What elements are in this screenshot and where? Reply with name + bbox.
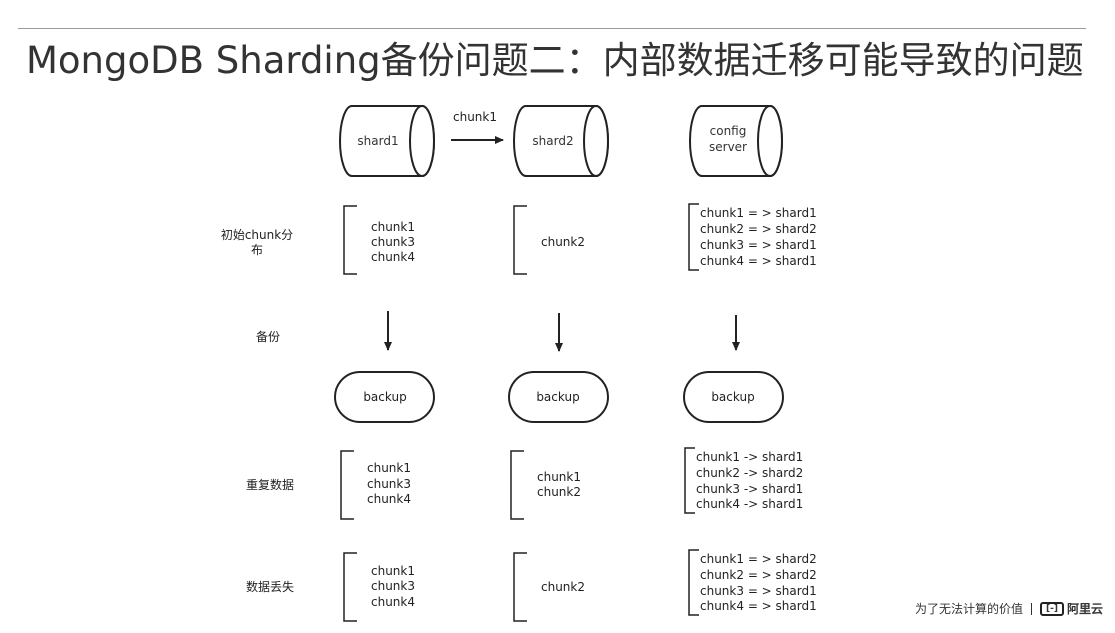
duplicate-config-list: chunk1 -> shard1 chunk2 -> shard2 chunk3… xyxy=(684,447,803,514)
config-label-line1: config xyxy=(710,124,747,138)
row-label-backup: 备份 xyxy=(256,330,280,344)
shard2-node: shard2 xyxy=(513,105,609,177)
row-label-loss: 数据丢失 xyxy=(246,579,294,594)
duplicate-shard2-list: chunk1 chunk2 xyxy=(510,450,581,520)
list-item: chunk2 -> shard2 xyxy=(696,466,803,480)
list-item: chunk3 xyxy=(371,235,415,249)
list-item: chunk1 xyxy=(371,564,415,578)
backup-shard2: backup xyxy=(508,371,609,423)
backup-config: backup xyxy=(683,371,784,423)
list-item: chunk2 xyxy=(541,235,585,249)
list-item: chunk1 = > shard1 xyxy=(700,206,817,220)
backup-label: backup xyxy=(363,390,406,404)
list-item: chunk2 xyxy=(541,580,585,594)
loss-shard2-list: chunk2 xyxy=(513,552,585,622)
list-item: chunk3 xyxy=(371,579,415,593)
list-item: chunk4 xyxy=(371,250,415,264)
shard1-node: shard1 xyxy=(339,105,435,177)
config-server-node: config server xyxy=(689,105,783,177)
initial-shard2-list: chunk2 xyxy=(513,205,585,275)
list-item: chunk4 = > shard1 xyxy=(700,254,817,268)
list-item: chunk2 xyxy=(537,485,581,499)
initial-config-list: chunk1 = > shard1 chunk2 = > shard2 chun… xyxy=(688,203,817,271)
list-item: chunk3 xyxy=(367,477,411,491)
list-item: chunk2 = > shard2 xyxy=(700,222,817,236)
list-item: chunk3 -> shard1 xyxy=(696,482,803,496)
migration-arrow: chunk1 xyxy=(451,110,504,144)
list-item: chunk2 = > shard2 xyxy=(700,568,817,582)
shard2-label: shard2 xyxy=(532,134,573,148)
migration-label: chunk1 xyxy=(453,110,497,124)
list-item: chunk3 = > shard1 xyxy=(700,584,817,598)
row-label-initial-1: 初始chunk分 xyxy=(221,228,293,242)
list-item: chunk4 xyxy=(367,492,411,506)
footer-brand: 为了无法计算的价值 [-] 阿里云 xyxy=(915,600,1103,617)
row-label-initial-2: 布 xyxy=(251,243,263,257)
list-item: chunk4 xyxy=(371,595,415,609)
footer-logo-text: 阿里云 xyxy=(1066,602,1103,616)
list-item: chunk4 -> shard1 xyxy=(696,497,803,511)
footer-divider xyxy=(1030,602,1032,615)
shard1-label: shard1 xyxy=(357,134,398,148)
list-item: chunk1 xyxy=(371,220,415,234)
backup-label: backup xyxy=(711,390,754,404)
initial-shard1-list: chunk1 chunk3 chunk4 xyxy=(343,205,415,275)
list-item: chunk1 xyxy=(367,461,411,475)
backup-label: backup xyxy=(536,390,579,404)
aliyun-logo-icon: [-] xyxy=(1039,601,1064,616)
row-label-duplicate: 重复数据 xyxy=(246,477,294,492)
loss-config-list: chunk1 = > shard2 chunk2 = > shard2 chun… xyxy=(688,549,817,616)
list-item: chunk1 -> shard1 xyxy=(696,450,803,464)
list-item: chunk1 = > shard2 xyxy=(700,552,817,566)
duplicate-shard1-list: chunk1 chunk3 chunk4 xyxy=(340,450,411,520)
list-item: chunk4 = > shard1 xyxy=(700,599,817,613)
config-label-line2: server xyxy=(709,140,747,154)
backup-shard1: backup xyxy=(334,371,435,423)
list-item: chunk3 = > shard1 xyxy=(700,238,817,252)
loss-shard1-list: chunk1 chunk3 chunk4 xyxy=(343,552,415,622)
list-item: chunk1 xyxy=(537,470,581,484)
footer-slogan: 为了无法计算的价值 xyxy=(914,602,1023,616)
title-divider xyxy=(18,28,1086,29)
page-title: MongoDB Sharding备份问题二：内部数据迁移可能导致的问题 xyxy=(26,39,1084,82)
